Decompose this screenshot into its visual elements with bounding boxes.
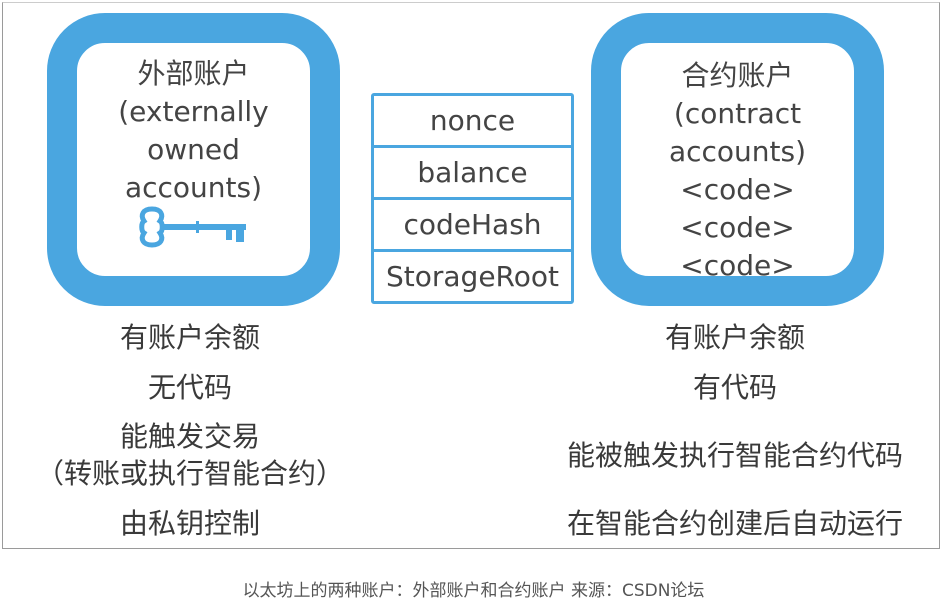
- eoa-feature: 能触发交易: [119, 420, 260, 453]
- field-balance: balance: [374, 145, 571, 197]
- contract-code-line: <code>: [680, 173, 795, 206]
- contract-feature: 能被触发执行智能合约代码: [566, 439, 903, 472]
- eoa-title-line: (externally: [118, 95, 269, 128]
- eoa-feature: 有账户余额: [119, 321, 260, 354]
- contract-title-line: 合约账户: [681, 59, 794, 92]
- contract-feature: 在智能合约创建后自动运行: [566, 507, 903, 540]
- contract-code-line: <code>: [680, 211, 795, 244]
- eoa-feature: 由私钥控制: [119, 507, 260, 540]
- field-codehash: codeHash: [374, 197, 571, 249]
- eoa-feature: （转账或执行智能合约）: [35, 457, 344, 490]
- contract-account-box: 合约账户 (contract accounts) <code> <code> <…: [591, 13, 884, 306]
- field-storageroot: StorageRoot: [374, 249, 571, 301]
- contract-title-line: (contract: [673, 97, 802, 130]
- diagram-frame: [2, 2, 940, 549]
- account-state-fields: nonce balance codeHash StorageRoot: [371, 93, 574, 304]
- contract-feature: 有代码: [692, 371, 777, 404]
- eoa-feature: 无代码: [147, 371, 232, 404]
- eoa-title-line: accounts): [124, 171, 263, 204]
- eoa-title-line: owned: [147, 133, 240, 166]
- contract-title: 合约账户 (contract accounts) <code> <code> <…: [621, 57, 854, 285]
- contract-feature: 有账户余额: [664, 321, 805, 354]
- contract-code-line: <code>: [680, 249, 795, 282]
- key-icon: [77, 205, 310, 253]
- eoa-title-line: 外部账户: [137, 57, 250, 90]
- eoa-title: 外部账户 (externally owned accounts): [77, 55, 310, 207]
- figure-caption: 以太坊上的两种账户：外部账户和合约账户 来源：CSDN论坛: [242, 581, 705, 601]
- contract-title-line: accounts): [668, 135, 807, 168]
- field-nonce: nonce: [429, 104, 516, 137]
- externally-owned-account-box: 外部账户 (externally owned accounts): [47, 13, 340, 306]
